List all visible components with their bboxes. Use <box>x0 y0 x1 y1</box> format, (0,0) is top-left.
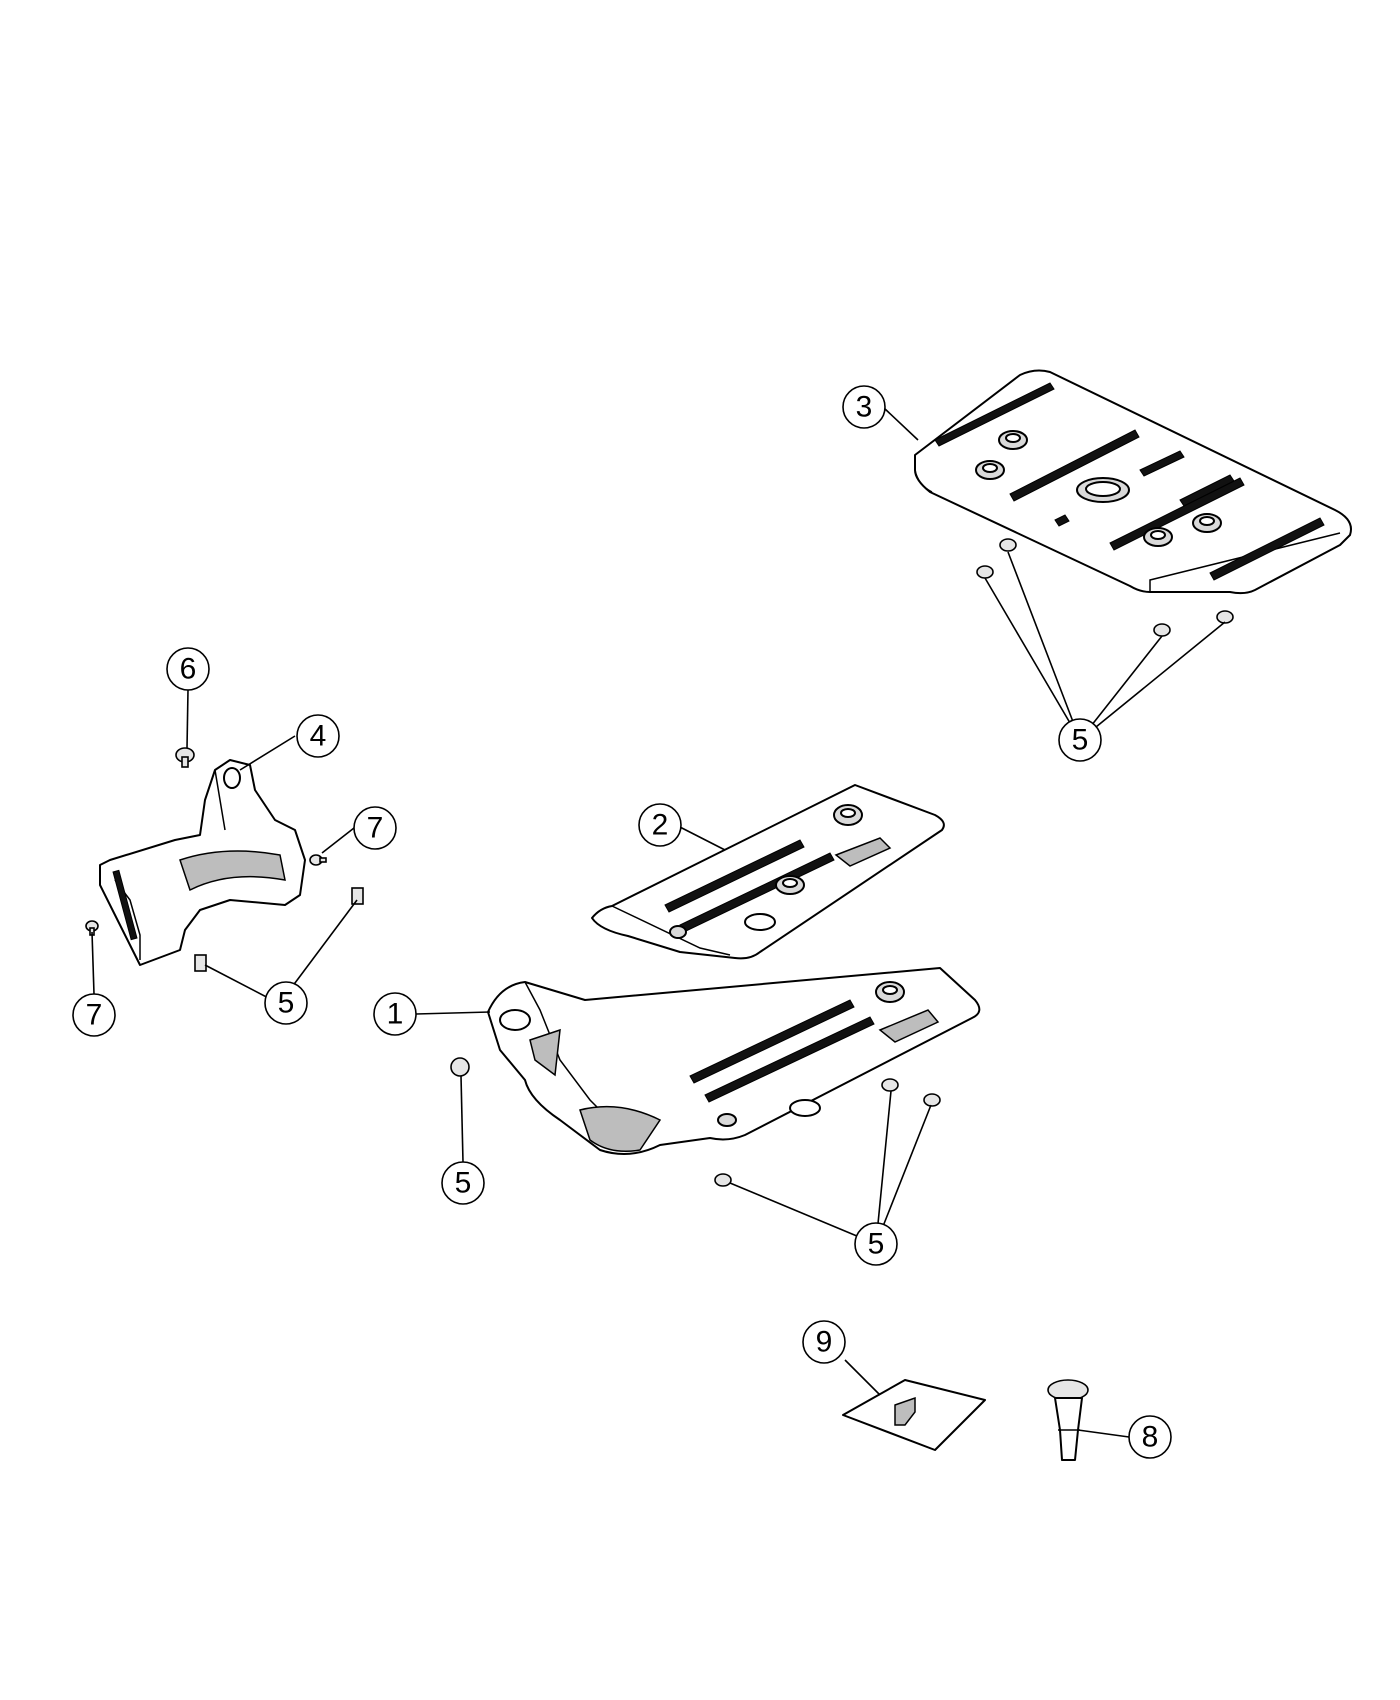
callout-label: 8 <box>1142 1421 1159 1454</box>
shield-part-4 <box>99 759 306 966</box>
nut-icon <box>714 1173 732 1187</box>
pad-part-9 <box>842 1379 986 1451</box>
callout-7: 7 <box>72 993 116 1037</box>
push-pin-part-8 <box>1047 1379 1089 1461</box>
callout-label: 2 <box>652 809 669 842</box>
nuts-part-1 <box>450 1057 941 1187</box>
callout-3: 3 <box>842 385 886 429</box>
callout-7: 7 <box>353 806 397 850</box>
callout-label: 4 <box>310 720 327 753</box>
callout-5: 5 <box>1058 718 1102 762</box>
callout-6: 6 <box>166 647 210 691</box>
callout-label: 5 <box>1072 724 1089 757</box>
callout-label: 5 <box>278 987 295 1020</box>
bolt-icon <box>175 747 195 768</box>
skid-plate-part-2 <box>591 784 945 960</box>
callout-label: 7 <box>86 999 103 1032</box>
callout-label: 6 <box>180 653 197 686</box>
callout-5: 5 <box>264 981 308 1025</box>
clip-nut-icon <box>194 954 207 972</box>
nut-icon <box>1153 623 1171 637</box>
callout-label: 1 <box>387 998 404 1031</box>
callout-2: 2 <box>638 803 682 847</box>
nut-icon <box>999 538 1017 552</box>
callout-label: 7 <box>367 812 384 845</box>
skid-plate-part-3 <box>914 369 1352 595</box>
callout-label: 3 <box>856 391 873 424</box>
callout-5: 5 <box>441 1161 485 1205</box>
callout-9: 9 <box>802 1320 846 1364</box>
skid-plate-part-1 <box>487 967 981 1155</box>
callout-label: 9 <box>816 1326 833 1359</box>
push-pin-icon <box>309 854 327 866</box>
clip-nut-icon <box>351 887 364 905</box>
callout-1: 1 <box>373 992 417 1036</box>
callout-4: 4 <box>296 714 340 758</box>
callout-label: 5 <box>868 1228 885 1261</box>
nut-icon <box>976 565 994 579</box>
nut-icon <box>881 1078 899 1092</box>
leader-lines <box>91 407 1226 1438</box>
callout-label: 5 <box>455 1167 472 1200</box>
nut-icon <box>1216 610 1234 624</box>
callout-5: 5 <box>854 1222 898 1266</box>
nut-icon <box>450 1057 470 1077</box>
callout-8: 8 <box>1128 1415 1172 1459</box>
nut-icon <box>923 1093 941 1107</box>
